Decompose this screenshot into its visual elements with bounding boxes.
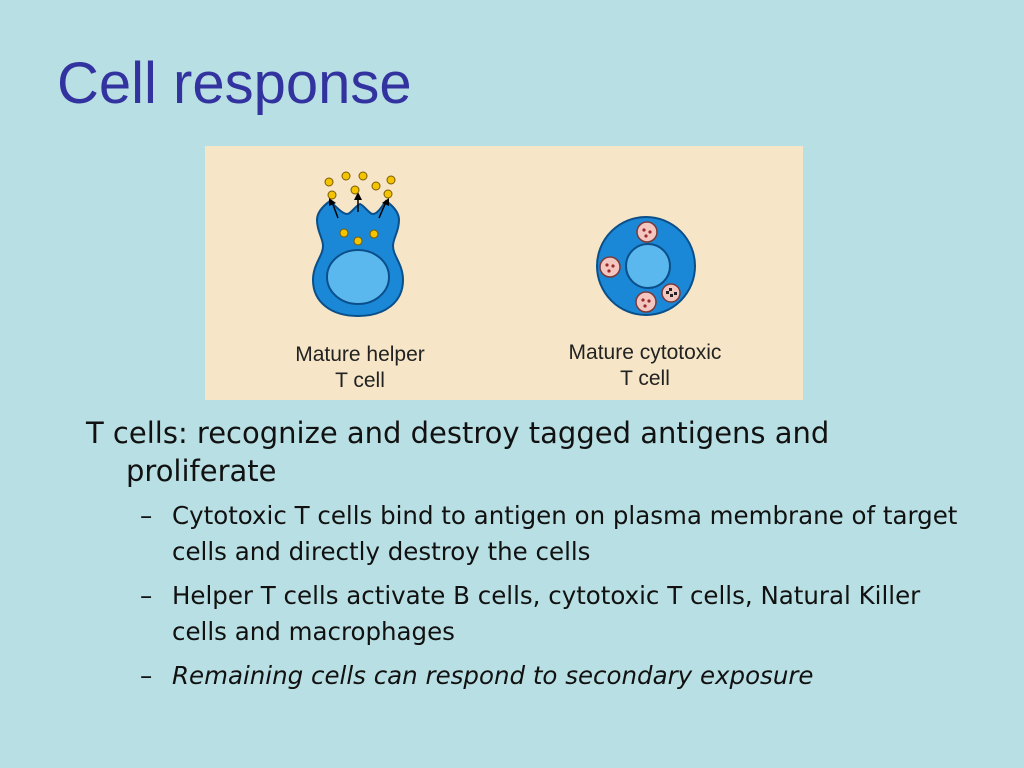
helper-t-cell-caption: Mature helper T cell (250, 342, 470, 394)
bullet-list: T cells: recognize and destroy tagged an… (86, 414, 976, 694)
helper-caption-line1: Mature helper (295, 343, 425, 366)
sub-bullet-1-text: Cytotoxic T cells bind to antigen on pla… (172, 501, 958, 566)
bullet-main: T cells: recognize and destroy tagged an… (86, 416, 830, 488)
cytotoxic-t-cell-illustration (596, 216, 696, 316)
dash-3: – (140, 661, 153, 690)
cytotoxic-caption-line1: Mature cytotoxic (568, 341, 722, 364)
cytotoxic-t-cell-caption: Mature cytotoxic T cell (535, 340, 755, 392)
sub-bullet-1: –Cytotoxic T cells bind to antigen on pl… (86, 498, 976, 570)
helper-t-cell-illustration (311, 171, 405, 318)
slide-title: Cell response (57, 51, 412, 116)
sub-bullet-2: –Helper T cells activate B cells, cytoto… (86, 578, 976, 650)
dash-2: – (140, 581, 153, 610)
sub-bullet-3-text: Remaining cells can respond to secondary… (172, 661, 814, 690)
sub-bullet-3: –Remaining cells can respond to secondar… (86, 658, 976, 694)
sub-bullet-2-text: Helper T cells activate B cells, cytotox… (172, 581, 921, 646)
t-cell-diagram (311, 171, 696, 318)
dash-1: – (140, 501, 153, 530)
helper-caption-line2: T cell (335, 369, 385, 392)
t-cell-figure: Mature helper T cell Mature cytotoxic T … (205, 146, 803, 400)
cytotoxic-caption-line2: T cell (620, 367, 670, 390)
